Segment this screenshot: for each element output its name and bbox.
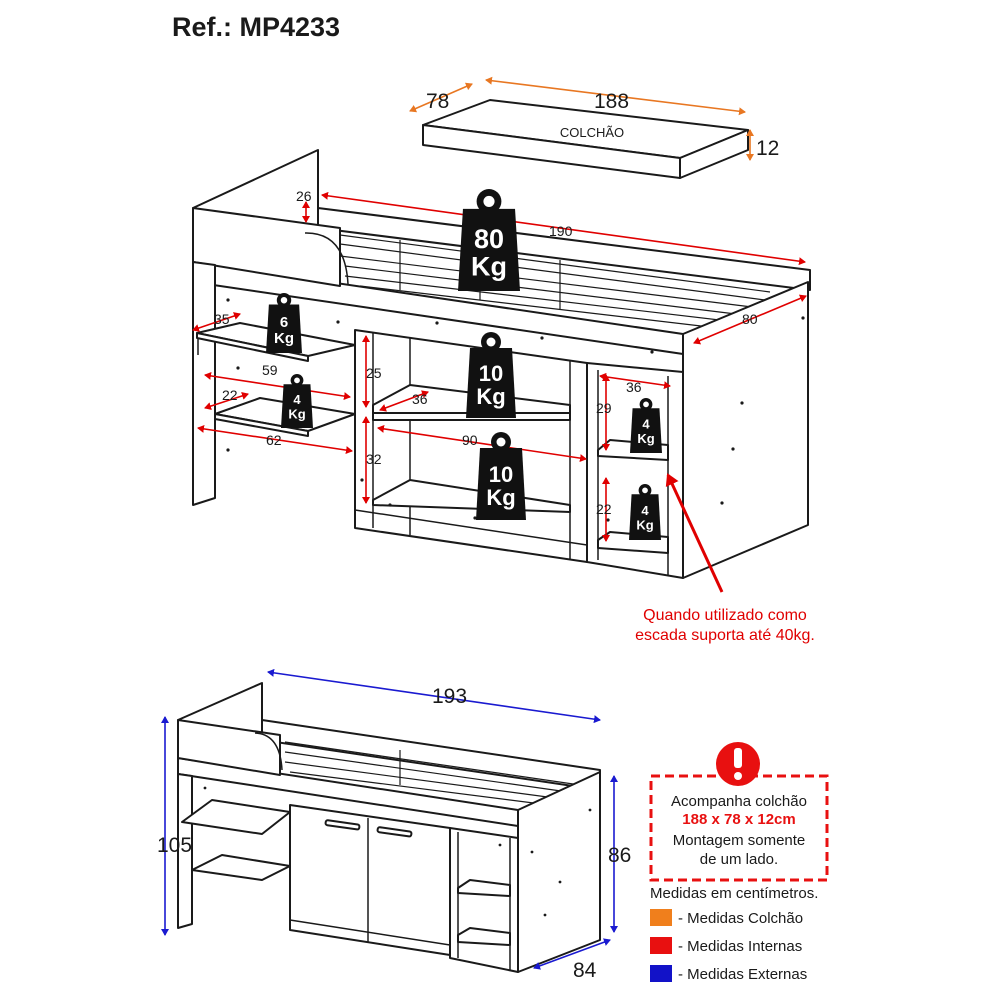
legend-swatch-red	[650, 937, 672, 954]
legend-swatch-blue	[650, 965, 672, 982]
dim-niche-height: 25	[366, 365, 382, 381]
legend-swatch-orange	[650, 909, 672, 926]
weight-lower-shelf-icon: 4Kg	[281, 374, 313, 428]
legend-item-internas: - Medidas Internas	[678, 938, 802, 955]
dim-side-upper-height: 29	[596, 400, 612, 416]
legend-title: Medidas em centímetros.	[650, 885, 818, 902]
info-box: Acompanha colchão 188 x 78 x 12cm Montag…	[649, 742, 829, 882]
dim-niche-width: 90	[462, 432, 478, 448]
bottom-view-dimensions: 193 105 86 84	[157, 668, 631, 982]
info-line1: Acompanha colchão	[671, 793, 807, 810]
dim-bed-length: 190	[549, 223, 573, 239]
dim-desk-depth: 35	[214, 311, 230, 327]
info-line2: 188 x 78 x 12cm	[682, 811, 795, 828]
weight-side-upper-value: 4	[642, 417, 650, 432]
weight-bottom-niche-value: 10	[489, 462, 513, 487]
dim-side-lower-height: 22	[596, 501, 612, 517]
weight-desk-value: 6	[280, 314, 288, 331]
weight-middle-niche-unit: Kg	[476, 384, 505, 409]
ladder-arrow	[665, 473, 724, 593]
reference-title: Ref.: MP4233	[172, 12, 340, 42]
dim-bed-height: 86	[608, 844, 631, 867]
dim-niche-depth: 36	[412, 391, 428, 407]
dim-total-length: 193	[432, 685, 467, 708]
bottom-bed-drawing	[177, 682, 601, 973]
info-line4: de um lado.	[700, 851, 778, 868]
alert-icon	[716, 742, 760, 786]
mattress: COLCHÃO	[422, 99, 749, 179]
weight-desk-icon: 6Kg	[266, 293, 302, 353]
dim-side-depth: 36	[626, 379, 642, 395]
dim-desk-width: 59	[262, 362, 278, 378]
dim-total-depth: 84	[573, 959, 597, 982]
dim-lower-shelf-width: 62	[266, 432, 282, 448]
mattress-label: COLCHÃO	[560, 125, 624, 140]
ladder-note-line2: escada suporta até 40kg.	[635, 627, 815, 644]
weight-side-lower-icon: 4Kg	[629, 484, 661, 540]
mattress-width-label: 78	[426, 90, 449, 113]
weight-side-upper-icon: 4Kg	[630, 398, 662, 453]
mattress-height-label: 12	[756, 137, 779, 160]
weight-lower-shelf-value: 4	[293, 392, 301, 407]
legend: Medidas em centímetros. - Medidas Colchã…	[650, 885, 818, 983]
ladder-note-line1: Quando utilizado como	[643, 607, 807, 624]
dim-headboard: 26	[296, 188, 312, 204]
weight-side-lower-value: 4	[641, 503, 649, 518]
weight-lower-shelf-unit: Kg	[288, 406, 305, 421]
legend-item-externas: - Medidas Externas	[678, 966, 807, 983]
mattress-length-line	[485, 76, 746, 116]
weight-side-lower-unit: Kg	[636, 517, 653, 532]
top-view-dimensions: 26 190 80 35 59 22 62 25 36 90 32 36 29 …	[192, 188, 807, 542]
legend-item-colchao: - Medidas Colchão	[678, 910, 803, 927]
dim-lower-shelf-depth: 22	[222, 387, 238, 403]
weight-middle-niche-value: 10	[479, 361, 503, 386]
weight-bed-value: 80	[474, 224, 504, 254]
dim-bottom-height: 32	[366, 451, 382, 467]
dim-total-height: 105	[157, 834, 192, 857]
weight-bed-unit: Kg	[471, 252, 507, 282]
mattress-length-label: 188	[594, 90, 629, 113]
weight-desk-unit: Kg	[274, 330, 294, 347]
weight-bottom-niche-unit: Kg	[486, 485, 515, 510]
mattress-width-line	[409, 82, 473, 113]
weight-side-upper-unit: Kg	[637, 431, 654, 446]
info-line3: Montagem somente	[673, 832, 806, 849]
dim-bed-width: 80	[742, 311, 758, 327]
